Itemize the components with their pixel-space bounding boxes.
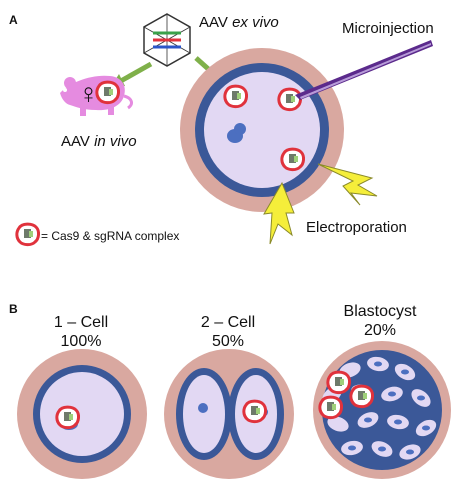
stage-name: Blastocyst: [344, 303, 417, 320]
aav-ex-vivo-label: AAV ex vivo: [199, 14, 279, 31]
panel-b-label: B: [9, 302, 18, 316]
lightning-icon: [317, 163, 378, 206]
stage-percent: 100%: [61, 333, 102, 350]
zygote-cell: [180, 48, 344, 212]
aav-capsid-icon: [143, 13, 191, 67]
stage-percent: 20%: [364, 322, 396, 339]
stage-2-cell: 2 – Cell 50%: [164, 314, 294, 479]
complex-in-mouse-icon: [95, 80, 121, 105]
complex-icon: [223, 84, 249, 109]
microinjection-label: Microinjection: [342, 20, 434, 37]
complex-icon: [277, 87, 303, 112]
microinjection-needle-icon: [295, 40, 433, 100]
female-symbol-icon: ♀: [78, 78, 99, 109]
complex-icon: [349, 384, 375, 409]
aav-in-vivo-label: AAV in vivo: [61, 133, 137, 150]
stage-percent: 50%: [212, 333, 244, 350]
legend-text: = Cas9 & sgRNA complex: [41, 229, 179, 243]
panel-a-label: A: [9, 13, 18, 27]
legend-complex-icon: [15, 222, 41, 247]
lightning-icon: [263, 181, 295, 245]
electroporation-label: Electroporation: [306, 219, 407, 236]
stage-name: 1 – Cell: [54, 314, 108, 331]
stage-name: 2 – Cell: [201, 314, 255, 331]
complex-icon: [326, 370, 352, 395]
complex-icon: [55, 405, 81, 430]
stage-blastocyst: Blastocyst 20%: [313, 303, 451, 479]
complex-icon: [242, 399, 268, 424]
complex-icon: [318, 395, 344, 420]
complex-icon: [280, 147, 306, 172]
stage-1-cell: 1 – Cell 100%: [17, 314, 147, 479]
